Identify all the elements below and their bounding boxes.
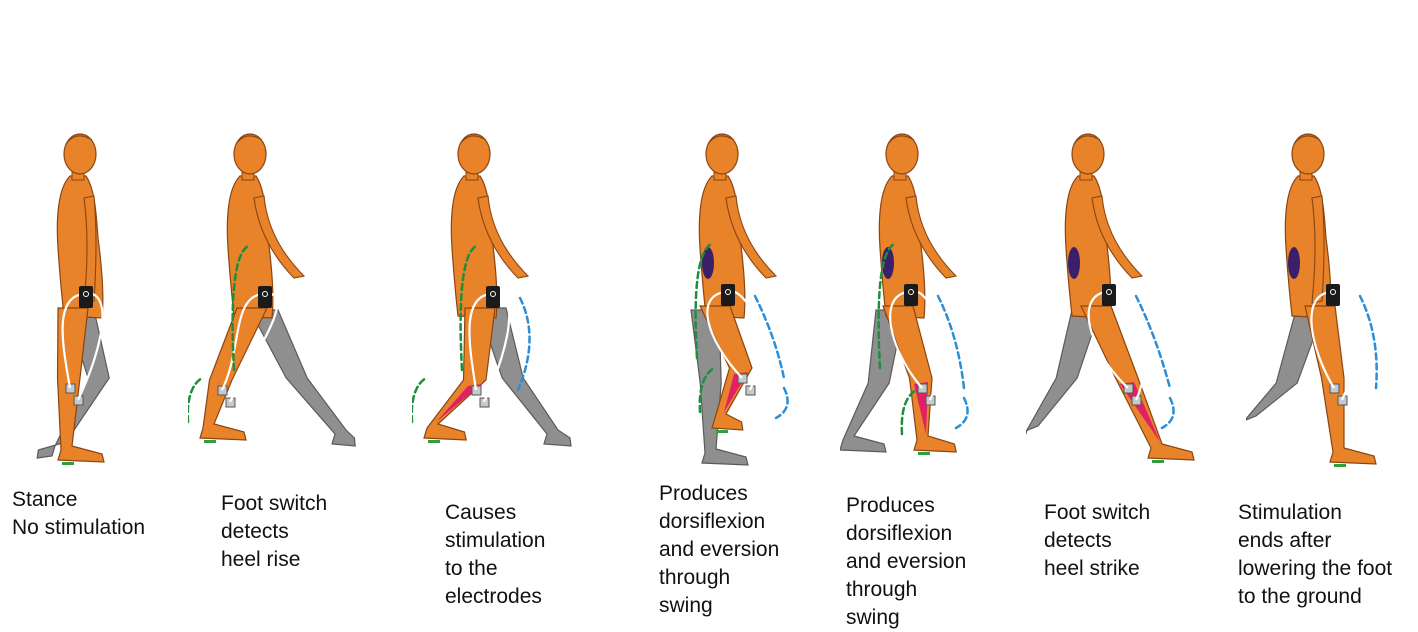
foot-switch [1152, 460, 1164, 463]
foot-switch [918, 452, 930, 455]
caption-line: through [846, 576, 966, 604]
foot-switch [204, 440, 216, 443]
caption-line: heel strike [1044, 555, 1150, 583]
swing-arrow [1162, 398, 1174, 428]
foot-switch [62, 462, 74, 465]
caption-line: swing [846, 604, 966, 632]
caption-line: Stance [12, 486, 145, 514]
caption-line: stimulation [445, 527, 545, 555]
near-leg [1305, 306, 1376, 464]
walking-figure [840, 128, 1020, 473]
walking-figure [1246, 128, 1418, 473]
gluteal-muscle [1068, 247, 1080, 279]
caption-line: through [659, 564, 779, 592]
caption-line: Produces [659, 480, 779, 508]
near-leg [1081, 306, 1194, 460]
swing-arrow [776, 388, 788, 418]
far-leg [250, 310, 355, 446]
foot-switch [428, 440, 440, 443]
caption-line: Foot switch [1044, 499, 1150, 527]
caption-line: and eversion [846, 548, 966, 576]
walking-figure [188, 128, 368, 473]
heel-rise-arrow [188, 378, 202, 422]
heel-rise-arrow [412, 378, 426, 422]
swing-arrow [1360, 296, 1377, 388]
walking-figure [660, 128, 840, 473]
caption-line: to the ground [1238, 583, 1392, 611]
foot-switch [1334, 464, 1346, 467]
near-leg [883, 306, 956, 452]
foot-switch [716, 430, 728, 433]
caption-line: No stimulation [12, 514, 145, 542]
caption-line: swing [659, 592, 779, 620]
swing-arrow [938, 296, 964, 388]
caption-line: electrodes [445, 583, 545, 611]
caption-line: dorsiflexion [846, 520, 966, 548]
caption-line: detects [1044, 527, 1150, 555]
walking-figure [18, 128, 198, 473]
caption-line: Causes [445, 499, 545, 527]
walking-figure [412, 128, 592, 473]
caption-line: ends after [1238, 527, 1392, 555]
caption-line: dorsiflexion [659, 508, 779, 536]
caption-line: and eversion [659, 536, 779, 564]
panel-caption: StanceNo stimulation [12, 486, 145, 542]
caption-line: Produces [846, 492, 966, 520]
caption-line: to the [445, 555, 545, 583]
caption-line: Foot switch [221, 490, 327, 518]
far-leg [1026, 310, 1100, 442]
caption-line: heel rise [221, 546, 327, 574]
swing-arrow [956, 398, 968, 428]
swing-arrow [1136, 296, 1170, 388]
gluteal-muscle [1288, 247, 1300, 279]
caption-line: lowering the foot [1238, 555, 1392, 583]
caption-line: detects [221, 518, 327, 546]
walking-figure [1026, 128, 1206, 473]
caption-line: Stimulation [1238, 499, 1392, 527]
